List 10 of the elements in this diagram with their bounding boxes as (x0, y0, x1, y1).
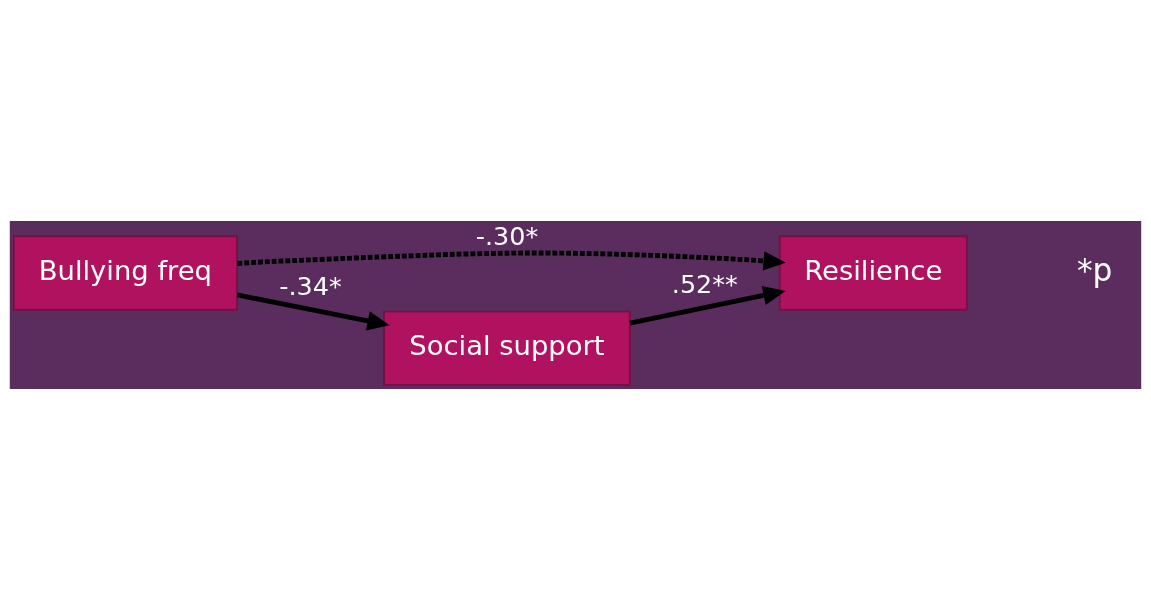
node-box: Resilience (778, 234, 968, 311)
node-box: Social support (383, 310, 631, 386)
arrow (237, 250, 786, 271)
arrow (629, 285, 786, 325)
label: *p (1076, 251, 1113, 288)
edge-label: -.30* (475, 220, 539, 251)
node-box: Bullying freq (12, 234, 239, 311)
edge-label: .52** (671, 268, 738, 299)
edge-label: -.34* (279, 270, 342, 301)
arrow (236, 292, 390, 330)
